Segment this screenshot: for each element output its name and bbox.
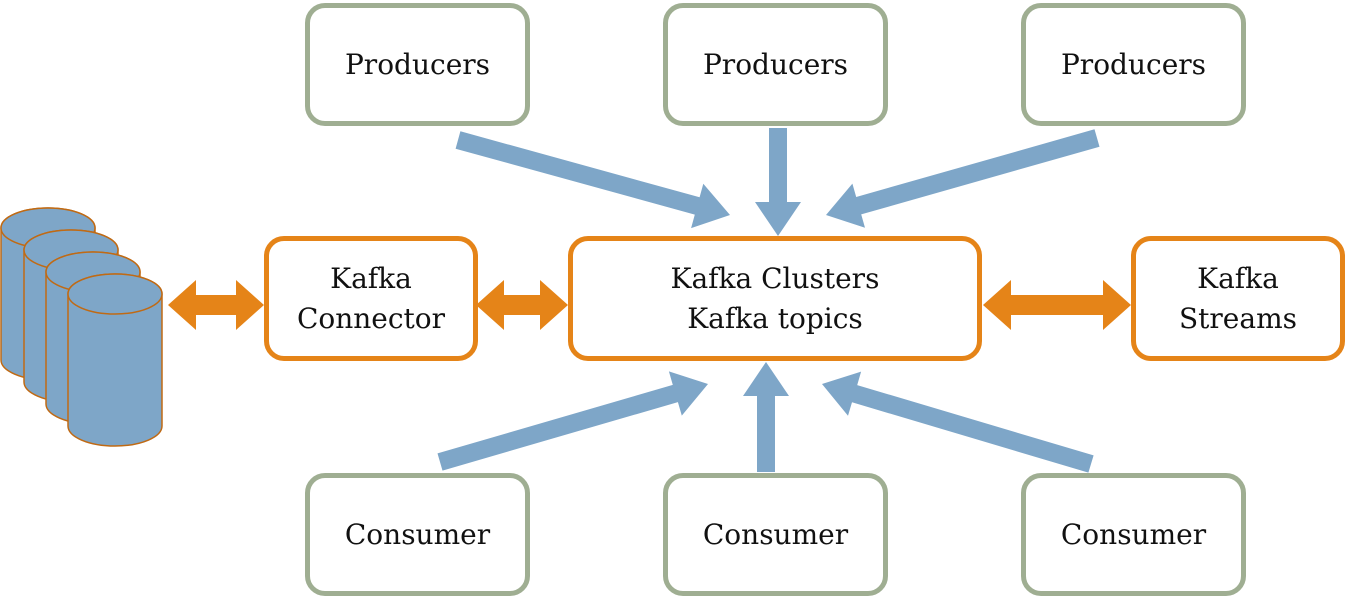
kafka-connector-line1: Kafka [330, 261, 412, 295]
connector-cluster-double-arrow [476, 280, 568, 330]
consumer-2-from-cluster-arrow [743, 362, 789, 472]
consumer-1-from-cluster-arrow [437, 371, 708, 471]
producer-box-2: Producers [663, 3, 888, 126]
producer-3-to-cluster-arrow [826, 129, 1100, 228]
consumer-3-from-cluster-arrow [822, 371, 1094, 473]
producer-1-to-cluster-arrow [455, 131, 730, 229]
kafka-streams-line2: Streams [1178, 301, 1297, 335]
consumer-label-3: Consumer [1060, 517, 1207, 551]
kafka-streams-box: Kafka Streams [1131, 236, 1345, 361]
consumer-box-3: Consumer [1021, 473, 1246, 596]
producer-label-2: Producers [702, 47, 849, 81]
kafka-streams-line1: Kafka [1197, 261, 1279, 295]
producer-2-to-cluster-arrow [755, 128, 801, 236]
producer-label-3: Producers [1060, 47, 1207, 81]
kafka-connector-line2: Connector [296, 301, 446, 335]
cluster-streams-double-arrow [983, 280, 1131, 330]
producer-box-3: Producers [1021, 3, 1246, 126]
producer-box-1: Producers [305, 3, 530, 126]
consumer-box-1: Consumer [305, 473, 530, 596]
database-cylinder-icon [67, 273, 163, 447]
arrows-layer [168, 128, 1131, 473]
consumer-box-2: Consumer [663, 473, 888, 596]
kafka-connector-box: Kafka Connector [264, 236, 478, 361]
producer-label-1: Producers [344, 47, 491, 81]
database-connector-double-arrow [168, 280, 264, 330]
database-stack-icon [0, 207, 163, 447]
kafka-cluster-line2: Kafka topics [687, 301, 863, 335]
consumer-label-2: Consumer [702, 517, 849, 551]
consumer-label-1: Consumer [344, 517, 491, 551]
kafka-cluster-box: Kafka Clusters Kafka topics [568, 236, 982, 361]
kafka-cluster-line1: Kafka Clusters [670, 261, 880, 295]
